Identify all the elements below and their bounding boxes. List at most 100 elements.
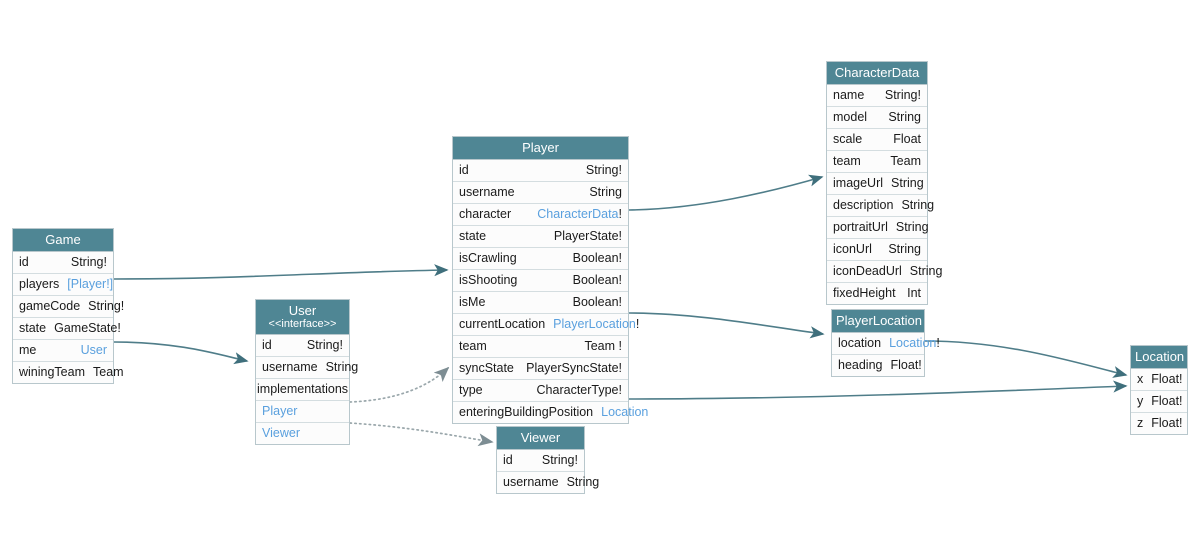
field-row[interactable]: id String! — [13, 252, 113, 274]
field-type: String — [325, 360, 359, 374]
field-row[interactable]: me User — [13, 340, 113, 362]
field-name: team — [833, 154, 861, 168]
field-row[interactable]: isCrawling Boolean! — [453, 248, 628, 270]
field-row[interactable]: type CharacterType! — [453, 380, 628, 402]
field-type-link[interactable]: PlayerLocation — [553, 317, 636, 331]
field-row[interactable]: state GameState! — [13, 318, 121, 340]
entity-playerlocation[interactable]: PlayerLocation location Location! headin… — [831, 309, 940, 377]
field-type: PlayerState! — [553, 229, 622, 243]
field-name: players — [19, 277, 60, 291]
field-type: Boolean! — [572, 251, 622, 265]
field-row[interactable]: z Float! — [1131, 413, 1187, 434]
field-type: String! — [70, 255, 107, 269]
field-name: heading — [838, 358, 883, 372]
field-row[interactable]: id String! — [256, 335, 349, 357]
entity-location[interactable]: Location x Float! y Float! z Float! — [1130, 345, 1188, 435]
field-type: Int — [907, 286, 921, 300]
field-row[interactable]: syncState PlayerSyncState! — [453, 358, 628, 380]
field-name: isMe — [459, 295, 486, 309]
field-name: description — [833, 198, 894, 212]
field-name: y — [1137, 394, 1144, 408]
edge-game-players-to-player — [113, 264, 449, 280]
field-row[interactable]: y Float! — [1131, 391, 1187, 413]
field-name: iconDeadUrl — [833, 264, 902, 278]
edge-user-viewer-impl-to-viewer — [349, 422, 494, 447]
field-row[interactable]: isMe Boolean! — [453, 292, 628, 314]
field-row[interactable]: currentLocation PlayerLocation! — [453, 314, 639, 336]
field-row[interactable]: portraitUrl String — [827, 217, 929, 239]
field-row[interactable]: isShooting Boolean! — [453, 270, 628, 292]
field-type: String! — [88, 299, 125, 313]
edge-player-enteringbuildingposition-to-location — [628, 380, 1128, 400]
field-name: character — [459, 207, 512, 221]
edge-user-player-impl-to-player — [349, 366, 450, 403]
field-row[interactable]: heading Float! — [832, 355, 924, 376]
field-row[interactable]: players [Player!] — [13, 274, 113, 296]
field-row[interactable]: scale Float — [827, 129, 927, 151]
implementation-viewer-link[interactable]: Viewer — [262, 426, 300, 440]
field-row[interactable]: description String — [827, 195, 934, 217]
field-type-link[interactable]: CharacterData — [537, 207, 619, 221]
field-name: syncState — [459, 361, 514, 375]
field-type: Float! — [1151, 372, 1183, 386]
field-type: String! — [541, 453, 578, 467]
field-type: String! — [585, 163, 622, 177]
field-name: id — [262, 338, 272, 352]
field-type: Team — [890, 154, 921, 168]
field-row[interactable]: x Float! — [1131, 369, 1187, 391]
field-row[interactable]: imageUrl String — [827, 173, 927, 195]
field-name: fixedHeight — [833, 286, 896, 300]
field-row[interactable]: username String — [256, 357, 358, 379]
field-type: String — [909, 264, 943, 278]
field-name: winingTeam — [19, 365, 86, 379]
entity-player-title: Player — [453, 137, 628, 160]
entity-game[interactable]: Game id String! players [Player!] gameCo… — [12, 228, 124, 384]
field-row[interactable]: enteringBuildingPosition Location — [453, 402, 648, 423]
field-type: CharacterData! — [529, 207, 622, 221]
field-type: Float! — [890, 358, 922, 372]
field-name: imageUrl — [833, 176, 884, 190]
field-name: state — [19, 321, 47, 335]
implementations-label: implementations — [257, 382, 349, 396]
field-row[interactable]: state PlayerState! — [453, 226, 628, 248]
entity-player[interactable]: Player id String! username String charac… — [452, 136, 648, 424]
field-name: model — [833, 110, 868, 124]
field-row[interactable]: location Location! — [832, 333, 940, 355]
field-row[interactable]: team Team ! — [453, 336, 628, 358]
field-type-link[interactable]: User — [80, 343, 107, 357]
field-row[interactable]: character CharacterData! — [453, 204, 628, 226]
field-row[interactable]: name String! — [827, 85, 927, 107]
field-row[interactable]: winingTeam Team — [13, 362, 124, 383]
field-type: String — [895, 220, 929, 234]
field-type: String — [891, 176, 924, 190]
implementation-row[interactable]: Player — [256, 401, 349, 423]
implementation-player-link[interactable]: Player — [262, 404, 298, 418]
edge-game-me-to-user — [113, 341, 249, 365]
field-type-link[interactable]: Location — [889, 336, 937, 350]
field-type: Location! — [881, 336, 940, 350]
field-row[interactable]: iconDeadUrl String — [827, 261, 942, 283]
entity-user[interactable]: User <<interface>> id String! username S… — [255, 299, 358, 445]
field-row[interactable]: iconUrl String — [827, 239, 927, 261]
field-name: username — [459, 185, 515, 199]
field-type: String! — [884, 88, 921, 102]
field-row[interactable]: id String! — [497, 450, 584, 472]
entity-viewer[interactable]: Viewer id String! username String — [496, 426, 599, 494]
field-row[interactable]: team Team — [827, 151, 927, 173]
field-row[interactable]: username String — [453, 182, 628, 204]
entity-characterdata[interactable]: CharacterData name String! model String … — [826, 61, 942, 305]
field-row[interactable]: id String! — [453, 160, 628, 182]
implementation-row[interactable]: Viewer — [256, 423, 349, 444]
field-row[interactable]: fixedHeight Int — [827, 283, 927, 304]
field-type: String — [566, 475, 600, 489]
field-type: Team ! — [584, 339, 622, 353]
field-type-link[interactable]: [Player!] — [67, 277, 114, 291]
field-type-link[interactable]: Location — [601, 405, 649, 419]
field-row[interactable]: gameCode String! — [13, 296, 124, 318]
field-row[interactable]: username String — [497, 472, 599, 493]
field-name: username — [503, 475, 559, 489]
edge-player-currentlocation-to-playerlocation — [628, 312, 825, 339]
field-row[interactable]: model String — [827, 107, 927, 129]
field-name: state — [459, 229, 487, 243]
